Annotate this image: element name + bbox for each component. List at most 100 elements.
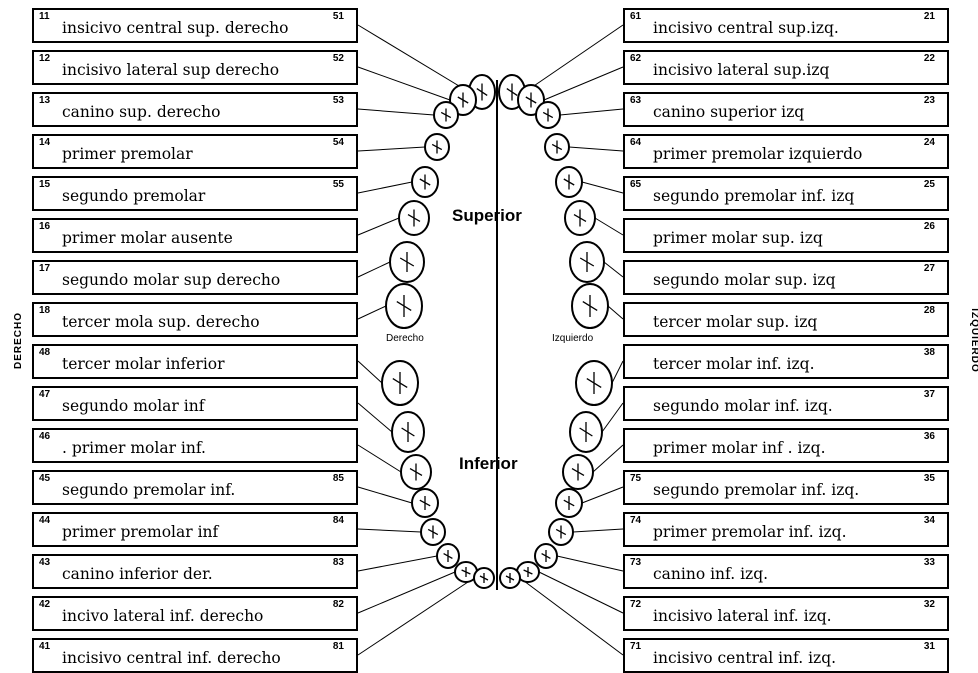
tooth-name-label: incivo lateral inf. derecho: [62, 607, 264, 625]
tooth-number-secondary: 53: [332, 95, 344, 106]
tooth-number-primary: 42: [39, 599, 51, 610]
tooth-right-12-fissure: [427, 525, 439, 539]
tooth-left-10-fissure: [571, 463, 585, 481]
tooth-number-primary: 71: [630, 641, 642, 652]
tooth-right-1-fissure: [457, 92, 469, 108]
teeth-group: [381, 74, 613, 589]
tooth-left-4-fissure: [563, 174, 575, 190]
tooth-number-primary: 48: [39, 347, 51, 358]
tooth-number-secondary: 32: [923, 599, 935, 610]
leader-line-left-1: [543, 66, 624, 101]
leader-line-left-0: [524, 24, 624, 93]
tooth-number-primary: 64: [630, 137, 642, 148]
tooth-left-7-fissure: [582, 295, 598, 317]
tooth-number-secondary: 51: [332, 11, 344, 22]
tooth-name-label: incisivo lateral sup.izq: [653, 61, 830, 79]
tooth-number-primary: 73: [630, 557, 642, 568]
tooth-number-secondary: 28: [923, 305, 935, 316]
lower-jaw-label: Inferior: [459, 454, 518, 473]
tooth-box: 17 segundo molar sup derecho: [32, 260, 358, 295]
tooth-number-primary: 46: [39, 431, 51, 442]
tooth-left-1-fissure: [525, 92, 537, 108]
tooth-number-secondary: 23: [923, 95, 935, 106]
leader-line-right-10: [357, 444, 402, 473]
tooth-left-15-fissure: [505, 573, 515, 583]
tooth-number-primary: 41: [39, 641, 51, 652]
tooth-number-secondary: 26: [923, 221, 935, 232]
tooth-left-8-fissure: [586, 372, 602, 394]
tooth-number-secondary: 35: [923, 473, 935, 484]
tooth-number-secondary: 85: [332, 473, 344, 484]
tooth-number-secondary: 27: [923, 263, 935, 274]
tooth-box: 38 tercer molar inf. izq.: [623, 344, 949, 379]
tooth-name-label: segundo premolar inf. izq.: [653, 481, 860, 499]
tooth-number-secondary: 36: [923, 431, 935, 442]
tooth-name-label: canino inferior der.: [62, 565, 213, 583]
leader-line-left-13: [556, 555, 624, 572]
tooth-right-4-fissure: [419, 174, 431, 190]
tooth-box: 42 82 incivo lateral inf. derecho: [32, 596, 358, 631]
tooth-right-13-fissure: [443, 550, 453, 562]
leader-line-right-9: [357, 402, 393, 433]
tooth-number-secondary: 34: [923, 515, 935, 526]
tooth-right-11-fissure: [419, 496, 431, 510]
tooth-number-secondary: 82: [332, 599, 344, 610]
tooth-number-primary: 16: [39, 221, 51, 232]
tooth-number-primary: 75: [630, 473, 642, 484]
leader-line-right-3: [357, 146, 426, 152]
tooth-right-2-fissure: [440, 108, 452, 122]
tooth-right-8-fissure: [392, 372, 408, 394]
leader-line-right-0: [357, 24, 470, 93]
tooth-left-13-fissure: [541, 550, 551, 562]
tooth-name-label: segundo molar sup derecho: [62, 271, 281, 289]
tooth-name-label: tercer molar inf. izq.: [653, 355, 815, 373]
tooth-name-label: primer premolar: [62, 145, 193, 163]
tooth-left-6-fissure: [579, 252, 595, 272]
leader-line-right-2: [357, 108, 435, 116]
tooth-number-secondary: 55: [332, 179, 344, 190]
tooth-box: 75 35 segundo premolar inf. izq.: [623, 470, 949, 505]
tooth-left-11-fissure: [563, 496, 575, 510]
tooth-number-primary: 13: [39, 95, 51, 106]
tooth-number-primary: 11: [39, 11, 50, 22]
tooth-number-primary: 62: [630, 53, 642, 64]
tooth-number-primary: 17: [39, 263, 51, 274]
leader-line-left-11: [581, 486, 624, 504]
tooth-right-9-fissure: [401, 422, 415, 442]
tooth-right-14-fissure: [461, 567, 471, 577]
leader-line-left-2: [559, 108, 624, 116]
tooth-box: 46. primer molar inf.: [32, 428, 358, 463]
tooth-name-label: segundo molar inf. izq.: [653, 397, 833, 415]
leader-line-left-4: [581, 181, 624, 194]
tooth-name-label: insicivo central sup. derecho: [62, 19, 289, 37]
left-side-label: Izquierdo: [552, 333, 594, 344]
tooth-left-14-fissure: [523, 567, 533, 577]
tooth-number-secondary: 38: [923, 347, 935, 358]
tooth-number-primary: 43: [39, 557, 51, 568]
leader-line-left-7: [607, 305, 624, 320]
leader-line-right-8: [357, 360, 383, 384]
tooth-number-primary: 12: [39, 53, 51, 64]
tooth-name-label: tercer mola sup. derecho: [62, 313, 260, 331]
right-side-label: Derecho: [386, 333, 424, 344]
tooth-number-primary: 47: [39, 389, 51, 400]
